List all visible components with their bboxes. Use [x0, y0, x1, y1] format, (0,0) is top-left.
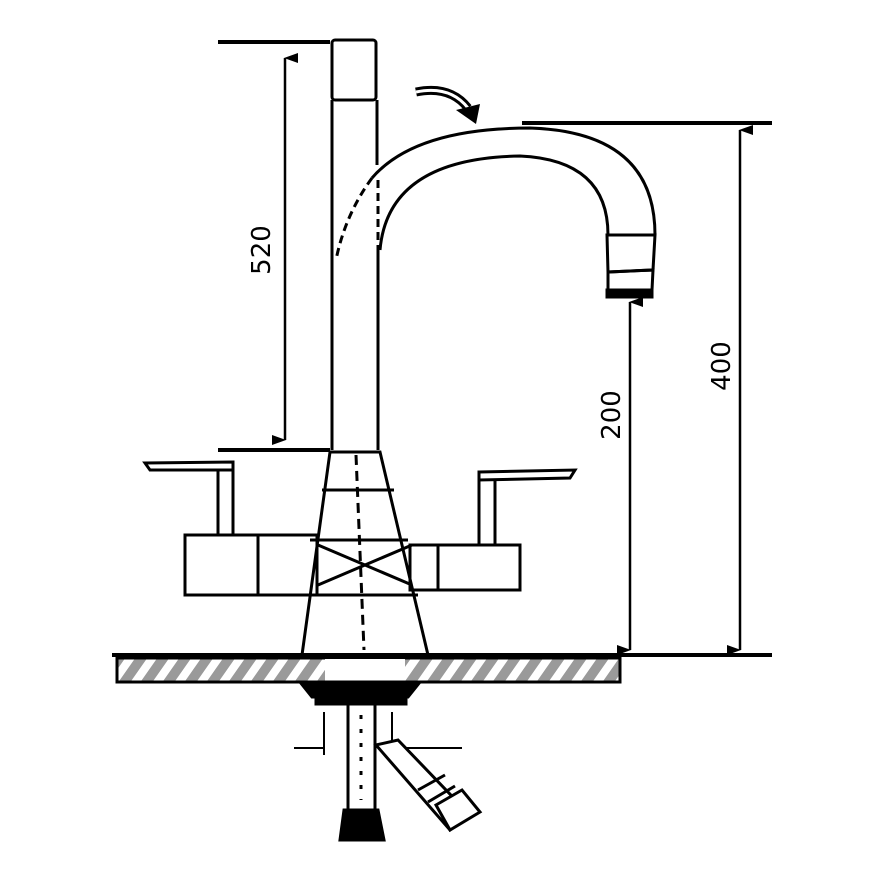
dimension-spout-clearance: 200 — [597, 297, 643, 655]
post-cap — [330, 38, 378, 102]
dimension-label-400: 400 — [707, 341, 737, 391]
dimension-label-520: 520 — [247, 225, 277, 275]
left-handle — [216, 464, 235, 537]
supply-fittings — [294, 680, 483, 842]
left-valve — [183, 533, 319, 597]
swivel-arrow-icon — [415, 85, 480, 124]
dimension-total-height: 520 — [247, 53, 298, 445]
cold-connector — [338, 808, 386, 842]
dimension-lines — [112, 40, 772, 657]
dimension-spout-height: 400 — [707, 125, 753, 655]
dimension-label-200: 200 — [597, 390, 627, 440]
spout-inner — [378, 154, 610, 251]
base-body — [300, 450, 430, 657]
spout-outer — [370, 126, 657, 236]
faucet — [142, 38, 657, 657]
right-handle — [477, 474, 497, 547]
nozzle — [605, 233, 657, 274]
right-valve — [408, 543, 522, 592]
countertop — [115, 656, 622, 684]
